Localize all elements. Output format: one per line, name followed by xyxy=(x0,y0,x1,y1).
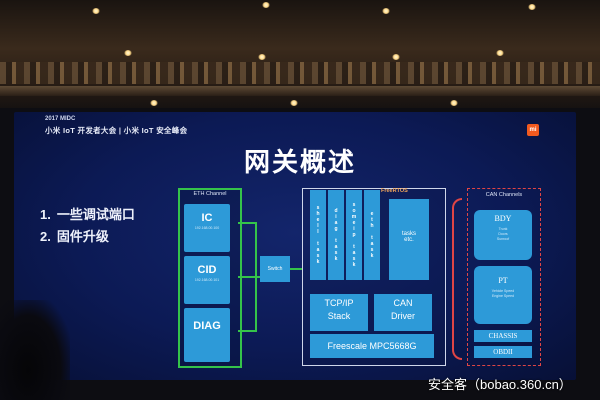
cid-label: CID xyxy=(197,264,217,276)
bullet-item: 2. 固件升级 xyxy=(40,226,109,245)
connector-line xyxy=(238,276,260,278)
bullet-number: 2. xyxy=(40,229,51,244)
ceiling-beam xyxy=(0,86,600,96)
event-label: 2017 MIDC xyxy=(45,116,76,122)
obdii-box: OBDII xyxy=(474,346,532,358)
ceiling-light xyxy=(258,54,266,60)
audience-silhouette xyxy=(0,300,70,400)
eth-task-box: eth task xyxy=(364,190,380,280)
bullet-text: 固件升级 xyxy=(56,229,109,244)
tasks-etc-box: tasks etc. xyxy=(389,199,429,280)
ceiling-light xyxy=(528,4,536,10)
bullet-text: 一些调试端口 xyxy=(56,207,135,222)
ceiling-light xyxy=(290,100,298,106)
can-driver-line: Driver xyxy=(391,311,415,321)
can-channels-panel: CAN Channels xyxy=(467,188,541,366)
can-bracket xyxy=(452,198,462,360)
diag-box: DIAG xyxy=(184,308,230,362)
freertos-title: FreeRTOS xyxy=(381,188,408,194)
pt-label: PT xyxy=(498,276,508,285)
ic-box: IC 192.168.00.100 xyxy=(184,204,230,252)
connector-line xyxy=(238,222,256,224)
ceiling-light xyxy=(262,2,270,8)
pt-box: PT Vehicle Speed Engine Speed xyxy=(474,266,532,324)
mi-logo: mi xyxy=(527,124,539,136)
ic-ip: 192.168.00.100 xyxy=(194,226,220,230)
connector-line xyxy=(290,268,302,270)
cid-box: CID 192.168.00.101 xyxy=(184,256,230,304)
tcpip-line: Stack xyxy=(327,311,351,321)
can-driver-box: CAN Driver xyxy=(374,294,432,331)
pt-sub: Engine Speed xyxy=(492,294,514,298)
chassis-box: CHASSIS xyxy=(474,330,532,342)
soc-box: Freescale MPC5668G xyxy=(310,334,434,358)
ceiling-light xyxy=(124,50,132,56)
switch-box: Switch xyxy=(260,256,290,282)
ceiling-light xyxy=(496,50,504,56)
bdy-label: BDY xyxy=(494,214,512,223)
bdy-box: BDY Trunk Doors Sunroof xyxy=(474,210,532,260)
bullet-item: 1. 一些调试端口 xyxy=(40,204,135,223)
watermark: 安全客（bobao.360.cn） xyxy=(428,377,572,392)
ceiling-light xyxy=(392,54,400,60)
ceiling-light xyxy=(92,8,100,14)
shell-task-box: shell task xyxy=(310,190,326,280)
tcpip-stack-box: TCP/IP Stack xyxy=(310,294,368,331)
ic-label: IC xyxy=(201,212,213,224)
connector-line xyxy=(255,222,257,332)
connector-line xyxy=(238,330,256,332)
tcpip-line: TCP/IP xyxy=(324,298,354,308)
pt-sub: Vehicle Speed xyxy=(491,289,515,293)
ceiling-ornament-band xyxy=(0,62,600,84)
ceiling-light xyxy=(150,100,158,106)
bullet-number: 1. xyxy=(40,207,51,222)
someip-task-box: someip task xyxy=(346,190,362,280)
bdy-sub: Doors xyxy=(498,232,508,236)
can-driver-line: CAN xyxy=(393,298,413,308)
bdy-sub: Trunk xyxy=(498,227,508,231)
eth-channel-title: ETH Channel xyxy=(193,191,227,197)
tasks-etc-line: etc. xyxy=(404,237,414,243)
slide-title: 网关概述 xyxy=(243,147,356,177)
ceiling-light xyxy=(450,100,458,106)
can-channels-title: CAN Channels xyxy=(485,192,523,198)
diag-task-box: diag task xyxy=(328,190,344,280)
ceiling xyxy=(0,0,600,108)
ceiling-light xyxy=(382,8,390,14)
conference-header: 小米 IoT 开发者大会 | 小米 IoT 安全峰会 xyxy=(45,126,188,135)
bdy-sub: Sunroof xyxy=(496,237,510,241)
diag-label: DIAG xyxy=(193,320,221,332)
tasks-etc-line: tasks xyxy=(401,231,416,237)
cid-ip: 192.168.00.101 xyxy=(194,278,220,282)
